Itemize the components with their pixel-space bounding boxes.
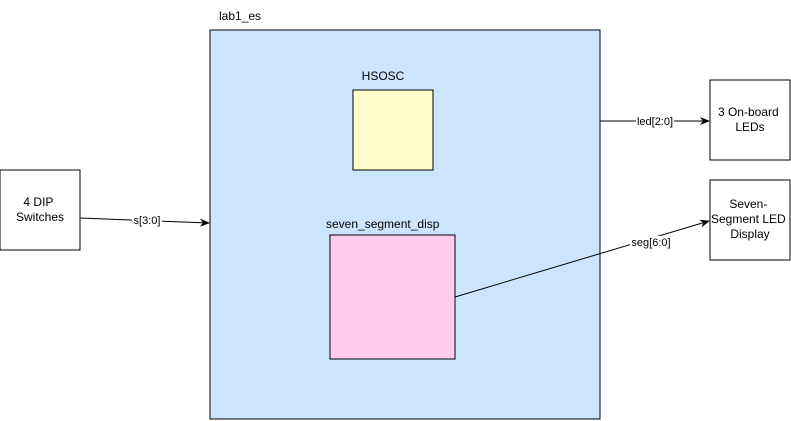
hsosc-block <box>352 89 434 171</box>
seven-segment-label: seven_segment_disp <box>326 217 440 231</box>
seven-segment-display-label-line-3: Display <box>730 227 769 241</box>
onboard-leds-label-line-2: LEDs <box>735 120 764 134</box>
switches-wire-label-bg <box>132 214 162 226</box>
seven-segment-block <box>329 234 456 360</box>
leds-wire-label: led[2:0] <box>637 116 673 128</box>
segments-wire-label: seg[6:0] <box>631 237 670 249</box>
onboard-leds-label-line-1: 3 On-board <box>718 105 779 119</box>
top-module-label: lab1_es <box>219 9 261 23</box>
seven-segment-display-label-line-2: Segment LED <box>711 212 786 226</box>
hsosc-label: HSOSC <box>362 69 405 83</box>
switches-wire-label: s[3:0] <box>134 215 161 227</box>
leds-wire-label-bg <box>636 115 674 127</box>
dip-switches-label-line-2: Switches <box>16 210 64 224</box>
seven-segment-display-label: Seven- Segment LED Display <box>711 197 789 241</box>
seven-segment-display-label-line-1: Seven- <box>729 197 767 211</box>
onboard-leds-box <box>709 79 791 161</box>
segments-wire-label-bg <box>630 236 672 248</box>
segments-wire <box>454 219 710 298</box>
seven-segment-display-box <box>709 179 791 261</box>
onboard-leds-label: 3 On-board LEDs <box>718 105 782 134</box>
dip-switches-label: 4 DIP Switches <box>16 195 64 224</box>
dip-switches-label-line-1: 4 DIP <box>23 195 53 209</box>
dip-switches-box <box>0 169 81 251</box>
